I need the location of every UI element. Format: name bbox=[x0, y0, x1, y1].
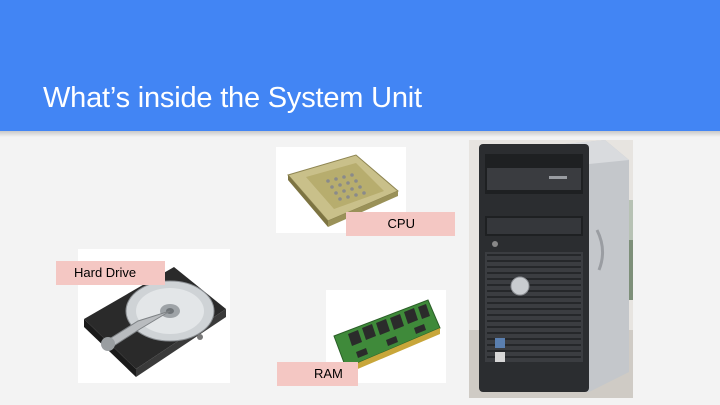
header-shadow bbox=[0, 131, 720, 137]
ram-label: RAM bbox=[277, 362, 358, 386]
ram-module-image bbox=[326, 290, 446, 383]
slide-header bbox=[0, 0, 720, 131]
desktop-tower-image bbox=[469, 140, 633, 398]
slide-title: What’s inside the System Unit bbox=[43, 82, 422, 114]
cpu-label: CPU bbox=[346, 212, 455, 236]
cpu-chip-image bbox=[276, 147, 406, 233]
hard-drive-label: Hard Drive bbox=[56, 261, 165, 285]
